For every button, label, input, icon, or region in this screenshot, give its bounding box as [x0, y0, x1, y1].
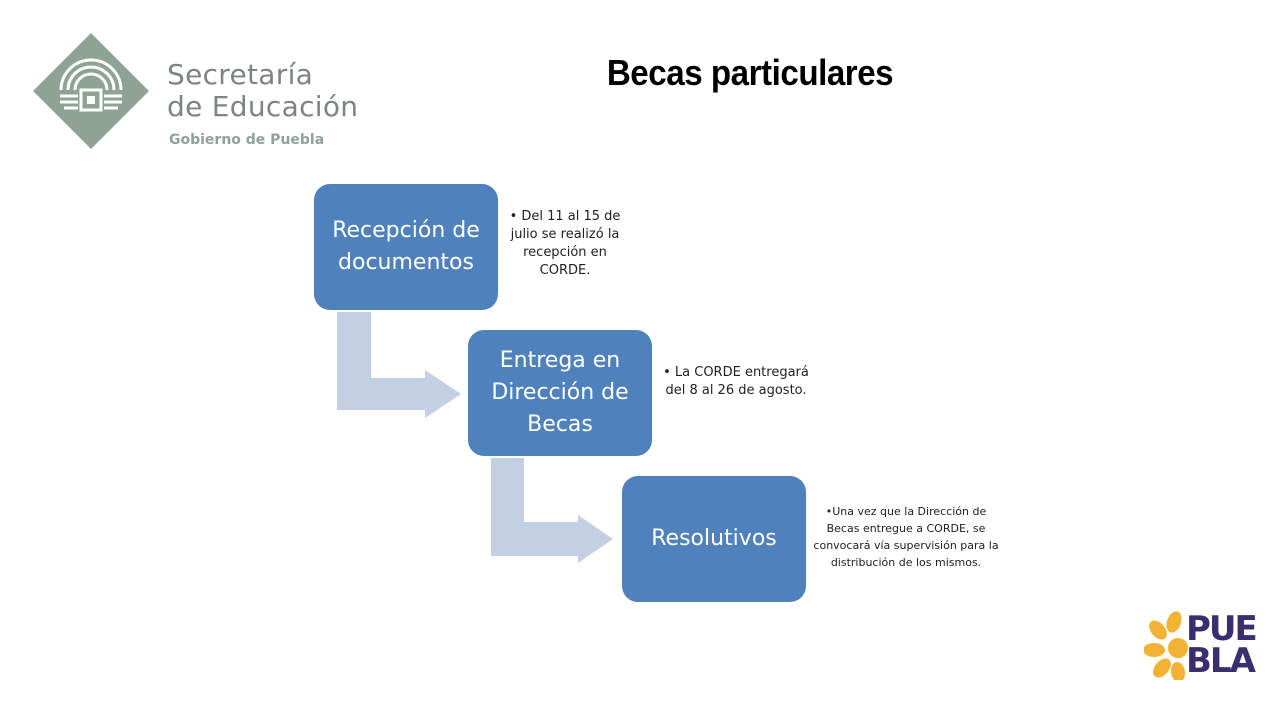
puebla-text-line-1: PUE	[1186, 609, 1258, 649]
puebla-flower-icon	[1144, 611, 1188, 680]
step-label-reception: Recepción de documentos	[332, 218, 480, 275]
puebla-brand-logo: PUE BLA	[1144, 608, 1264, 680]
step-box-resolutions: Resolutivos	[622, 476, 806, 602]
step-box-reception: Recepción de documentos	[314, 184, 498, 310]
logo-line-1: Secretaría	[167, 58, 314, 91]
connector-arrow-1	[337, 312, 461, 418]
page-title: Becas particulares	[606, 52, 894, 93]
logo-line-2: de Educación	[167, 90, 359, 123]
puebla-text-line-2: BLA	[1186, 641, 1256, 681]
step-note-delivery: • La CORDE entregará del 8 al 26 de agos…	[663, 365, 809, 398]
step-label-resolutions: Resolutivos	[651, 526, 777, 551]
logo-line-3: Gobierno de Puebla	[169, 132, 325, 148]
education-emblem-icon	[33, 33, 149, 149]
step-label-delivery: Entrega en Dirección de Becas	[491, 348, 629, 437]
connector-arrow-2	[491, 458, 613, 563]
step-note-resolutions: •Una vez que la Dirección de Becas entre…	[813, 505, 999, 569]
step-note-reception: • Del 11 al 15 de julio se realizó la re…	[509, 209, 621, 278]
step-box-delivery: Entrega en Dirección de Becas	[468, 330, 652, 456]
secretaria-logo: Secretaría de Educación Gobierno de Pueb…	[30, 30, 370, 155]
